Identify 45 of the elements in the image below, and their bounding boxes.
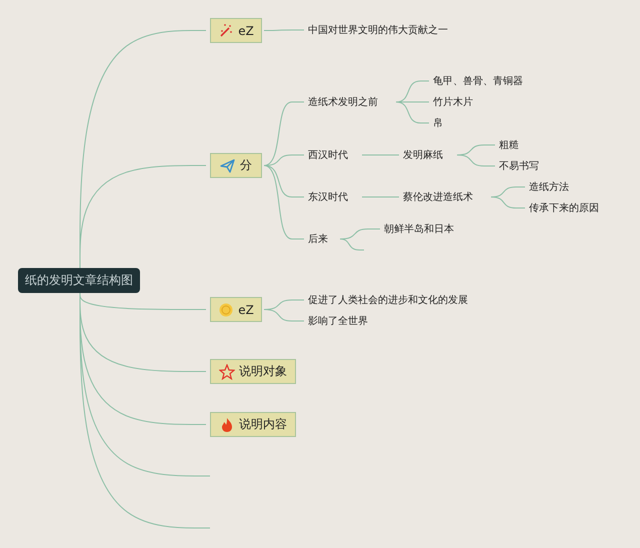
topic-label: 说明对象 (239, 363, 287, 380)
branch-label: 帛 (433, 117, 443, 130)
topic-box (210, 412, 296, 437)
branch-line (264, 30, 304, 31)
branch-label: 造纸方法 (529, 180, 569, 194)
branch-label: 造纸术发明之前 (308, 96, 378, 109)
branch-line (396, 80, 430, 102)
branch-label: 粗糙 (499, 139, 519, 152)
topic-box (210, 153, 262, 178)
branch-label: 促进了人类社会的进步和文化的发展 (308, 294, 468, 307)
branch-line (264, 165, 304, 240)
branch-line (264, 102, 304, 166)
root-title: 纸的发明文章结构图 (25, 272, 133, 289)
branch-line (264, 154, 304, 166)
branch-line (264, 165, 304, 198)
branch-line (80, 292, 210, 528)
branch-label: 西汉时代 (308, 148, 348, 162)
branch-label: 后来 (308, 232, 328, 246)
topic-box (210, 297, 262, 322)
branch-label: 龟甲、兽骨、青铜器 (433, 74, 523, 88)
branch-label: 中国对世界文明的伟大贡献之一 (308, 24, 448, 37)
branch-line (362, 196, 400, 198)
branch-label: 东汉时代 (308, 190, 348, 204)
root-topic-box (18, 268, 140, 293)
branch-label: 影响了全世界 (308, 314, 368, 328)
branch-label: 发明麻纸 (403, 148, 443, 162)
branch-line (264, 309, 304, 322)
branch-label: 不易书写 (499, 160, 539, 173)
topic-box (210, 359, 296, 384)
branch-line (340, 238, 364, 250)
branch-line (340, 228, 380, 240)
branch-line (80, 165, 206, 268)
branch-label: 朝鲜半岛和日本 (384, 222, 454, 236)
topic-box (210, 18, 262, 43)
branch-line (490, 196, 526, 208)
branch-line (362, 154, 400, 156)
branch-label: 蔡伦改进造纸术 (403, 190, 473, 204)
topic-label: eZ (238, 24, 254, 38)
branch-label: 传承下来的原因 (529, 202, 599, 215)
branch-line (456, 154, 496, 166)
topic-label: 说明内容 (239, 416, 287, 433)
branch-line (396, 102, 430, 124)
topic-label: eZ (238, 302, 254, 316)
branch-label: 竹片木片 (433, 96, 473, 109)
topic-label: 分 (240, 157, 252, 174)
